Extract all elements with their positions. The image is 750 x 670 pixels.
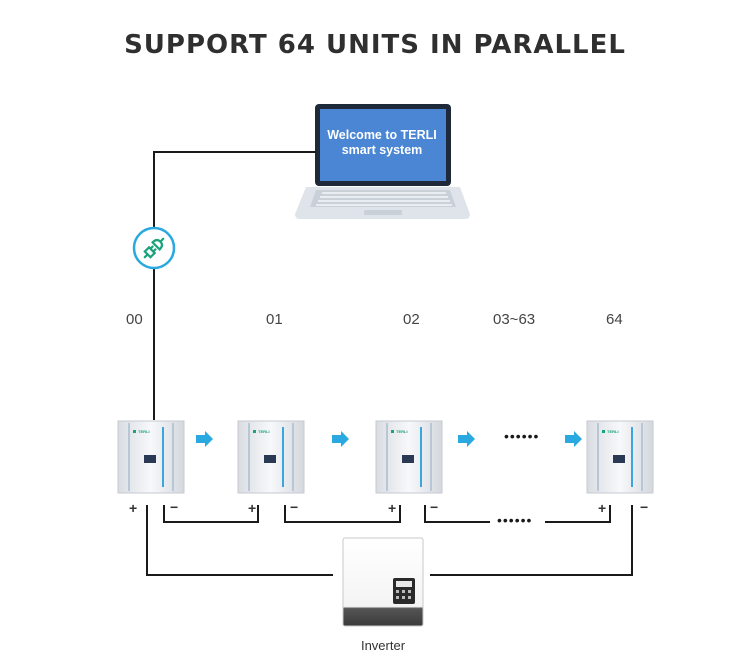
terminal-plus-02: + xyxy=(388,500,397,516)
flow-arrow-icon xyxy=(458,431,475,447)
laptop-line-2: smart system xyxy=(341,143,423,157)
terminal-plus-64: + xyxy=(598,500,607,516)
unit-label-01: 01 xyxy=(266,311,283,328)
inverter-label: Inverter xyxy=(360,638,406,653)
flow-arrow-icon xyxy=(196,431,213,447)
battery-logo-text: TERLI xyxy=(396,429,408,434)
page-title: SUPPORT 64 UNITS IN PARALLEL xyxy=(124,30,626,60)
terminal-minus-00: − xyxy=(170,499,179,515)
terminal-minus-01: − xyxy=(290,499,299,515)
battery-logo-text: TERLI xyxy=(258,429,270,434)
terminal-plus-00: + xyxy=(129,500,138,516)
ellipsis-batteries: •••••• xyxy=(504,428,540,444)
battery-logo-text: TERLI xyxy=(607,429,619,434)
battery-unit-01: TERLI xyxy=(237,420,305,494)
flow-arrow-icon xyxy=(565,431,582,447)
laptop-icon xyxy=(295,104,470,219)
battery-logo-text: TERLI xyxy=(138,429,150,434)
unit-label-02: 02 xyxy=(403,311,420,328)
comm-cable xyxy=(153,151,316,420)
laptop-line-1: Welcome to TERLI xyxy=(327,128,437,142)
plug-connector-icon xyxy=(132,226,176,270)
battery-unit-02: TERLI xyxy=(375,420,443,494)
terminal-plus-01: + xyxy=(248,500,257,516)
battery-unit-00: TERLI xyxy=(117,420,185,494)
flow-arrow-icon xyxy=(332,431,349,447)
series-wiring xyxy=(146,505,633,576)
terminal-minus-02: − xyxy=(430,499,439,515)
terminal-minus-64: − xyxy=(640,499,649,515)
inverter-icon xyxy=(342,537,424,627)
unit-label-64: 64 xyxy=(606,311,623,328)
laptop-screen-text: Welcome to TERLI smart system xyxy=(321,128,443,158)
unit-label-00: 00 xyxy=(126,311,143,328)
unit-label-03-63: 03~63 xyxy=(493,311,536,328)
ellipsis-wiring: •••••• xyxy=(497,512,533,528)
battery-unit-64: TERLI xyxy=(586,420,654,494)
